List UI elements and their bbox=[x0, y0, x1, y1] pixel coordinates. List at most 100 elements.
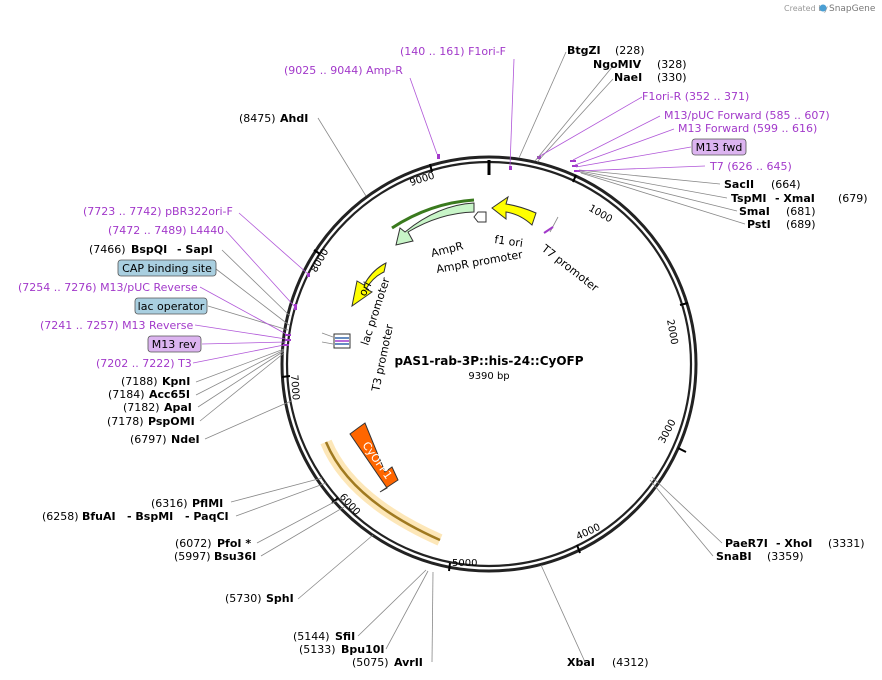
site-smai: SmaI bbox=[739, 205, 770, 218]
leader-pspomi bbox=[199, 352, 285, 422]
ori-arrow bbox=[351, 262, 387, 308]
site-naei-pos: (330) bbox=[657, 71, 687, 84]
box-cap-binding-site bbox=[117, 259, 217, 277]
plasmid-size: 9390 bp bbox=[468, 371, 509, 382]
leader-ngomiv bbox=[534, 65, 614, 162]
site-ahdi: AhdI bbox=[280, 112, 308, 125]
site-ngomiv: NgoMIV bbox=[593, 58, 642, 71]
site-apai-pos: (7182) bbox=[123, 401, 160, 414]
site-kpni: KpnI bbox=[162, 375, 190, 388]
leader-t3 bbox=[192, 344, 285, 364]
site-sphi: SphI bbox=[266, 592, 294, 605]
label-t7promoter: T7 promoter bbox=[538, 242, 601, 295]
site-xbai: XbaI bbox=[567, 656, 595, 669]
tick-2000 bbox=[679, 302, 689, 306]
site-bpu10i: Bpu10I bbox=[341, 643, 385, 656]
leader-bsu36i bbox=[260, 506, 345, 557]
site-sacii-pos: (664) bbox=[771, 178, 801, 191]
leader-cap bbox=[215, 268, 290, 326]
site-paer7i-pos: (3331) bbox=[828, 537, 865, 550]
leader-naei bbox=[536, 78, 614, 163]
site-labels: BtgZI (228) NgoMIV (328) NaeI (330) SacI… bbox=[42, 44, 868, 669]
tick-3000 bbox=[677, 447, 687, 453]
backbone-outer bbox=[280, 155, 698, 573]
ampr-promoter-arrow bbox=[473, 211, 487, 223]
site-leaders bbox=[195, 51, 746, 663]
site-sphi-pos: (5730) bbox=[225, 592, 262, 605]
ampr-selection bbox=[391, 198, 475, 230]
leader-t3promoter bbox=[321, 341, 334, 345]
leader-l4440 bbox=[225, 230, 296, 308]
tick-6000 bbox=[331, 497, 339, 504]
site-sacii: SacII bbox=[724, 178, 754, 191]
site-apai: ApaI bbox=[164, 401, 192, 414]
leader-m13rev-box bbox=[201, 341, 287, 345]
box-lac-operator bbox=[134, 297, 208, 315]
site-xbai-pos: (4312) bbox=[612, 656, 649, 669]
leader-kpni bbox=[195, 348, 285, 383]
primer-m13-reverse: (7241 .. 7257) M13 Reverse bbox=[40, 319, 193, 332]
leader-btgzi bbox=[518, 51, 567, 159]
leader-sphi bbox=[297, 534, 374, 600]
snapgene-logo-icon bbox=[819, 4, 827, 12]
site-pspomi-pos: (7178) bbox=[107, 415, 144, 428]
site-sfii-pos: (5144) bbox=[293, 630, 330, 643]
site-naei: NaeI bbox=[614, 71, 642, 84]
primer-marks bbox=[283, 154, 580, 346]
leader-pflmi bbox=[230, 477, 323, 503]
tick-label-8000: 8000 bbox=[309, 247, 331, 275]
t7promoter-mark bbox=[543, 226, 554, 234]
site-acc65i-pos: (7184) bbox=[108, 388, 145, 401]
label-f1ori: f1 ori bbox=[494, 233, 524, 250]
box-m13fwd-label: M13 fwd bbox=[696, 141, 743, 154]
site-btgzi-pos: (228) bbox=[615, 44, 645, 57]
leader-m13-rev bbox=[194, 324, 287, 340]
leader-amp-r bbox=[409, 77, 438, 155]
site-ngomiv-pos: (328) bbox=[657, 58, 687, 71]
cyofp-selection bbox=[324, 441, 441, 542]
primer-m13puc-forward: M13/pUC Forward (585 .. 607) bbox=[664, 109, 830, 122]
site-ahdi-pos: (8475) bbox=[239, 112, 276, 125]
site-pfoi: PfoI * bbox=[217, 537, 251, 550]
leader-lacop bbox=[207, 305, 289, 331]
site-bfuai-pos: (6258) bbox=[42, 510, 79, 523]
primer-pbr322ori-f: (7723 .. 7742) pBR322ori-F bbox=[83, 205, 233, 218]
primer-mark-f1ori-r bbox=[537, 156, 541, 159]
leader-tspmi bbox=[579, 170, 728, 199]
site-pspomi: PspOMI bbox=[148, 415, 195, 428]
label-cyofp1: CyOFP1 bbox=[360, 439, 395, 482]
site-snabi-pos: (3359) bbox=[767, 550, 804, 563]
site-pflmi-pos: (6316) bbox=[151, 497, 188, 510]
plasmid-name: pAS1-rab-3P::his-24::CyOFP bbox=[394, 354, 583, 368]
primer-m13-forward: M13 Forward (599 .. 616) bbox=[678, 122, 817, 135]
leader-ndei bbox=[204, 400, 292, 440]
site-psti: PstI bbox=[747, 218, 771, 231]
site-btgzi: BtgZI bbox=[567, 44, 601, 57]
label-ori: ori bbox=[356, 280, 374, 299]
leader-f1ori-r bbox=[539, 96, 643, 157]
tick-label-7000: 7000 bbox=[288, 374, 301, 400]
primer-l4440: (7472 .. 7489) L4440 bbox=[108, 224, 224, 237]
tick-7000 bbox=[281, 375, 291, 378]
primer-mark-m13puc-fwd bbox=[570, 160, 576, 162]
leader-bspqi bbox=[221, 249, 291, 317]
site-ndei: NdeI bbox=[171, 433, 200, 446]
tick-9000 bbox=[429, 163, 433, 173]
tick-4000 bbox=[576, 544, 581, 554]
box-cap-binding-site-label: CAP binding site bbox=[122, 262, 212, 275]
site-bspqi-pos: (7466) bbox=[89, 243, 126, 256]
cyofp1-arrow bbox=[349, 422, 399, 493]
leader-m13puc-fwd bbox=[572, 115, 661, 161]
credit-prefix: Created by bbox=[784, 4, 828, 13]
leader-m13puc-rev bbox=[199, 286, 287, 335]
site-psti-pos: (689) bbox=[786, 218, 816, 231]
credit-brand: SnapGene bbox=[829, 4, 876, 14]
boxed-labels: M13 fwd CAP binding site lac operator M1… bbox=[117, 138, 747, 353]
leader-bfuai bbox=[235, 482, 327, 517]
site-tspmi-pos: (679) bbox=[838, 192, 868, 205]
site-bspmi: - BspMI bbox=[127, 510, 173, 523]
site-bfuai: BfuAI bbox=[82, 510, 116, 523]
site-bsu36i: Bsu36I bbox=[214, 550, 256, 563]
leader-bpu10i bbox=[385, 570, 429, 650]
site-paer7i: PaeR7I bbox=[725, 537, 768, 550]
